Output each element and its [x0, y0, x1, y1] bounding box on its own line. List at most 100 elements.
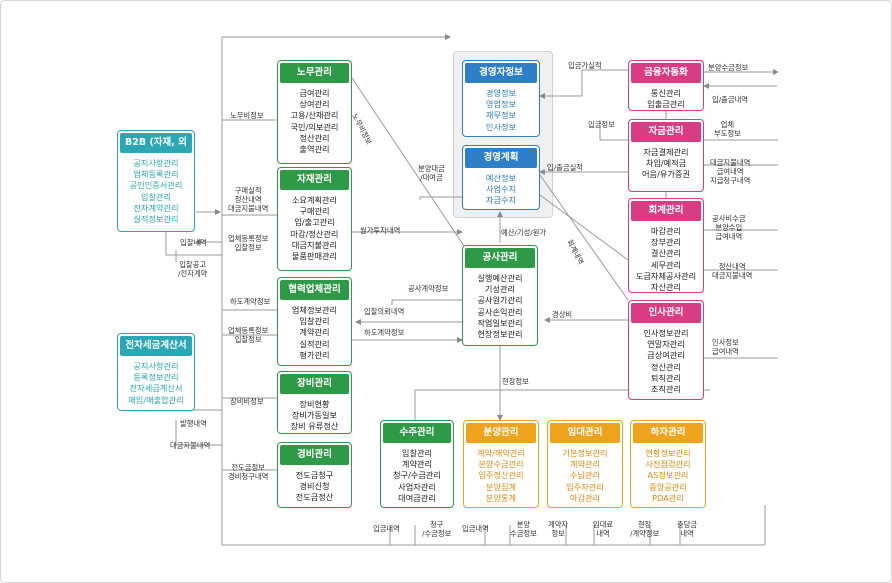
labor-items: 급여관리 상여관리 고용/산재관리 국민/의보관리 정산관리 출역관리 [278, 85, 351, 155]
etax-title: 전자세금계산서 [120, 336, 192, 356]
expense-box: 경비관리 전도금청구 경비신청 전도금정산 [277, 442, 352, 508]
material-title: 자재관리 [280, 170, 349, 190]
labor-item: 급여관리 [299, 88, 330, 98]
hr-item: 정산관리 [650, 361, 682, 372]
fund-box: 자금관리 자금결제관리 차입/예적금 어음/유가증권 [628, 119, 704, 192]
sales-title: 분양관리 [466, 423, 536, 443]
partner-title: 협력업체관리 [280, 280, 349, 300]
label-investment: 월가투자내역 [360, 226, 401, 235]
mgmt-plan-item: 자금수지 [485, 195, 517, 206]
finance-auto-box: 금융자동화 통신관리 입출금관리 [628, 60, 704, 111]
b2b-item: 실적정보관리 [133, 214, 179, 225]
partner-item: 업체정보관리 [291, 305, 338, 315]
defect-item: 사전점검관리 [645, 459, 691, 470]
mgmt-plan-item: 예산정보 [485, 173, 517, 183]
label-budget: 예산/기성/원가 [501, 228, 547, 237]
lease-item: 입주자관리 [566, 481, 604, 492]
construction-items: 실행예산관리 기성관리 공사원가관리 공사손익관리 작업일보관리 현장정보관리 [463, 270, 537, 340]
finance-auto-item: 통신관리 [650, 88, 682, 98]
label-bid-request: 입찰의뢰내역 [364, 307, 405, 316]
label-settlement: 정산내역 대금지불내역 [712, 262, 753, 280]
label-deposit-results: 입금가실적 [568, 61, 602, 70]
order-item: 계약관리 [401, 459, 433, 470]
etax-box: 전자세금계산서 공지사항관리 등록정보관리 전자세금계산서 매입/매출합관리 [117, 333, 195, 411]
mgmt-plan-box: 경영계획 예산정보 사업수지 자금수지 [462, 145, 540, 210]
lease-box: 임대관리 기본정보관리 계약관리 수납관리 입주자관리 마감관리 [547, 420, 623, 508]
etax-items: 공지사항관리 등록정보관리 전자세금계산서 매입/매출합관리 [118, 358, 194, 406]
label-payment-2: 대금지불내역 급여내역 지급청구내역 [710, 158, 751, 185]
mgmt-info-item: 인사정보 [485, 121, 517, 132]
order-item: 대여금관리 [398, 492, 436, 503]
partner-item: 입찰관리 [299, 316, 330, 327]
label-equipment-cost: 장비비정보 [230, 397, 264, 406]
label-payment-history: 대금지불내역 [170, 441, 211, 450]
b2b-item: 공인인증서관리 [129, 180, 183, 191]
order-items: 입찰관리 계약관리 청구/수금관리 사업자관리 대여금관리 [381, 445, 453, 504]
hr-box: 인사관리 인사정보관리 연말자관리 급상여관리 정산관리 퇴직관리 조직관리 [628, 300, 704, 400]
sales-item: 입주정산관리 [478, 470, 524, 481]
sales-item: 계약/해약관리 [477, 448, 525, 458]
label-vendor-reg-1: 업체등록정보 입찰정보 [228, 234, 269, 252]
label-advance: 전도금정보 경비청구내역 [228, 463, 269, 481]
hr-item: 연말자관리 [647, 339, 685, 350]
labor-item: 정산관리 [299, 132, 330, 143]
lease-item: 수납관리 [569, 470, 601, 481]
order-item: 청구/수금관리 [393, 470, 441, 481]
partner-item: 계약관리 [299, 327, 330, 338]
accounting-item: 마감관리 [650, 226, 682, 236]
defect-item: 중앙공관리 [649, 481, 687, 492]
lease-items: 기본정보관리 계약관리 수납관리 입주자관리 마감관리 [548, 445, 622, 504]
lease-item: 마감관리 [569, 492, 601, 503]
etax-item: 전자세금계산서 [129, 383, 183, 394]
label-inout-history: 입/출금내역 [712, 95, 749, 104]
etax-item: 공지사항관리 [133, 361, 179, 371]
expense-items: 전도금청구 경비신청 전도금정산 [278, 467, 351, 504]
b2b-item: 입찰관리 [140, 191, 172, 202]
fund-item: 어음/유가증권 [642, 169, 690, 180]
finance-auto-item: 입출금관리 [647, 99, 685, 110]
sales-items: 계약/해약관리 분양수금관리 입주정산관리 분양집계 분양통계 [464, 445, 538, 504]
labor-item: 국민/의보관리 [290, 121, 339, 132]
hr-item: 조직관리 [650, 384, 682, 395]
accounting-box: 회계관리 마감관리 장부관리 결산관리 세무관리 도급자체공사관리 자산관리 [628, 198, 704, 293]
label-bid-history: 입찰내역 [180, 238, 207, 247]
defect-item: PDA관리 [652, 492, 684, 503]
fund-item: 차입/예적금 [645, 158, 687, 169]
sales-item: 분양수금관리 [478, 459, 524, 470]
lease-item: 기본정보관리 [562, 448, 608, 458]
label-inout-results: 입/출금실적 [547, 163, 584, 172]
mgmt-info-title: 경영자정보 [465, 63, 537, 83]
mgmt-plan-item: 사업수지 [485, 184, 517, 195]
expense-item: 경비신청 [299, 481, 330, 492]
b2b-box: B2B (자재, 외주) 공지사항관리 업체등록관리 공인인증서관리 입찰관리 … [117, 130, 195, 232]
equipment-title: 장비관리 [280, 374, 349, 394]
mgmt-info-items: 경영정보 영업정보 재무정보 인사정보 [463, 85, 539, 133]
labor-box: 노무관리 급여관리 상여관리 고용/산재관리 국민/의보관리 정산관리 출역관리 [277, 60, 352, 164]
partner-box: 협력업체관리 업체정보관리 입찰관리 계약관리 실적관리 평가관리 [277, 277, 352, 366]
label-purchase-results: 구매실적 정산내역 대금지불내역 [228, 186, 269, 213]
label-vendor-default: 업체 부도정보 [714, 120, 741, 138]
labor-title: 노무관리 [280, 63, 349, 83]
mgmt-plan-title: 경영계획 [465, 148, 537, 168]
construction-title: 공사관리 [465, 248, 535, 268]
equipment-box: 장비관리 장비현황 장비가동일보 장비 유류정산 [277, 371, 352, 434]
labor-item: 고용/산재관리 [290, 110, 339, 121]
construction-item: 현장정보관리 [477, 329, 523, 340]
partner-item: 실적관리 [299, 338, 330, 349]
labor-item: 상여관리 [299, 99, 330, 110]
order-item: 입찰관리 [401, 448, 433, 458]
partner-item: 평가관리 [299, 349, 330, 360]
label-deposit-info: 입금정보 [588, 120, 615, 129]
mgmt-plan-items: 예산정보 사업수지 자금수지 [463, 170, 539, 207]
partner-items: 업체정보관리 입찰관리 계약관리 실적관리 평가관리 [278, 302, 351, 361]
material-item: 마감/정산관리 [290, 228, 339, 239]
label-bottom-contractor: 계약자 정보 [548, 520, 569, 538]
fund-title: 자금관리 [631, 122, 701, 142]
mgmt-info-item: 영업정보 [485, 99, 517, 110]
mgmt-info-item: 재무정보 [485, 110, 517, 121]
fund-item: 자금결제관리 [643, 147, 689, 157]
material-item: 입/출고관리 [294, 217, 335, 228]
label-subcontract-1: 하도계약정보 [230, 297, 271, 306]
accounting-items: 마감관리 장부관리 결산관리 세무관리 도급자체공사관리 자산관리 [629, 223, 703, 292]
b2b-item: 공지사항관리 [133, 158, 179, 168]
